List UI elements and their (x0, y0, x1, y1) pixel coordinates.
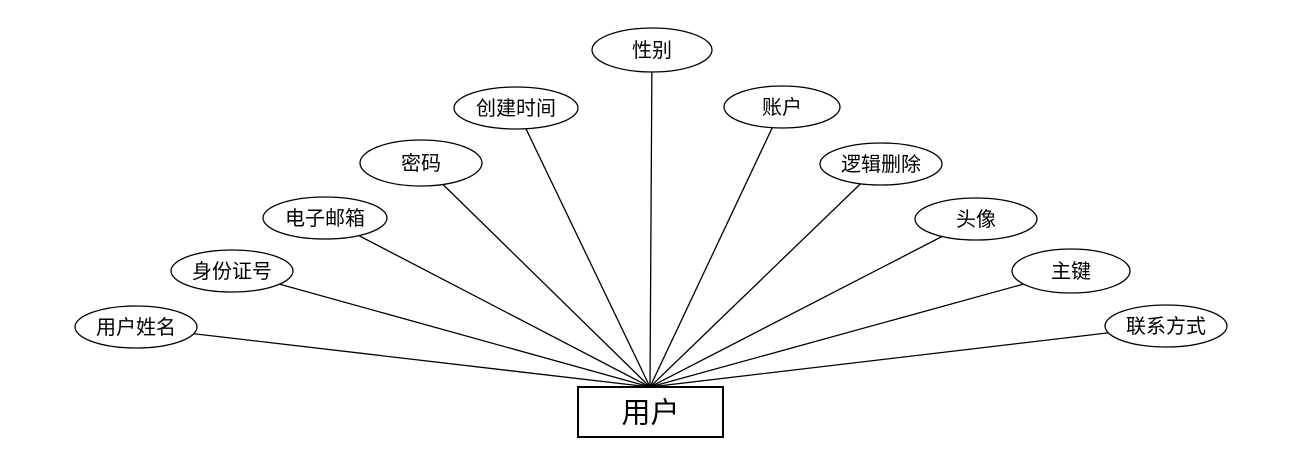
attribute-ellipse-email (262, 196, 388, 240)
attribute-ellipse-user-name (74, 305, 198, 349)
attribute-label-account: 账户 (762, 95, 802, 119)
attribute-label-create-time: 创建时间 (476, 96, 556, 120)
attribute-label-logic-delete: 逻辑删除 (841, 152, 921, 176)
attribute-ellipse-contact (1104, 304, 1228, 348)
connector-line-email (324, 217, 651, 388)
attribute-label-password: 密码 (401, 151, 441, 175)
connector-line-contact (649, 325, 1167, 388)
attribute-label-user-name: 用户姓名 (96, 315, 176, 339)
entity-rect-user (577, 386, 724, 438)
connector-line-id-number (231, 270, 651, 388)
attribute-ellipse-gender (591, 27, 713, 73)
attribute-label-primary-key: 主键 (1051, 259, 1091, 283)
attribute-ellipse-create-time (453, 86, 579, 130)
connector-line-avatar (649, 218, 977, 388)
attribute-ellipse-logic-delete (819, 142, 943, 186)
connector-line-password (420, 162, 651, 388)
attribute-ellipse-primary-key (1011, 248, 1131, 294)
attribute-label-email: 电子邮箱 (285, 206, 365, 230)
attribute-ellipse-id-number (170, 249, 294, 293)
attribute-ellipse-account (723, 85, 841, 129)
connector-line-logic-delete (649, 163, 882, 388)
attribute-ellipse-avatar (914, 197, 1038, 241)
attribute-ellipse-password (359, 139, 483, 187)
attribute-label-id-number: 身份证号 (192, 259, 272, 283)
attribute-label-contact: 联系方式 (1126, 314, 1206, 338)
connector-line-user-name (135, 326, 651, 388)
connector-line-account (649, 106, 783, 388)
attribute-label-avatar: 头像 (956, 207, 996, 231)
entity-label-user: 用户 (621, 395, 679, 429)
connector-line-gender (649, 49, 653, 388)
connector-line-create-time (515, 107, 651, 388)
connector-line-primary-key (649, 270, 1072, 388)
attribute-label-gender: 性别 (632, 38, 672, 62)
